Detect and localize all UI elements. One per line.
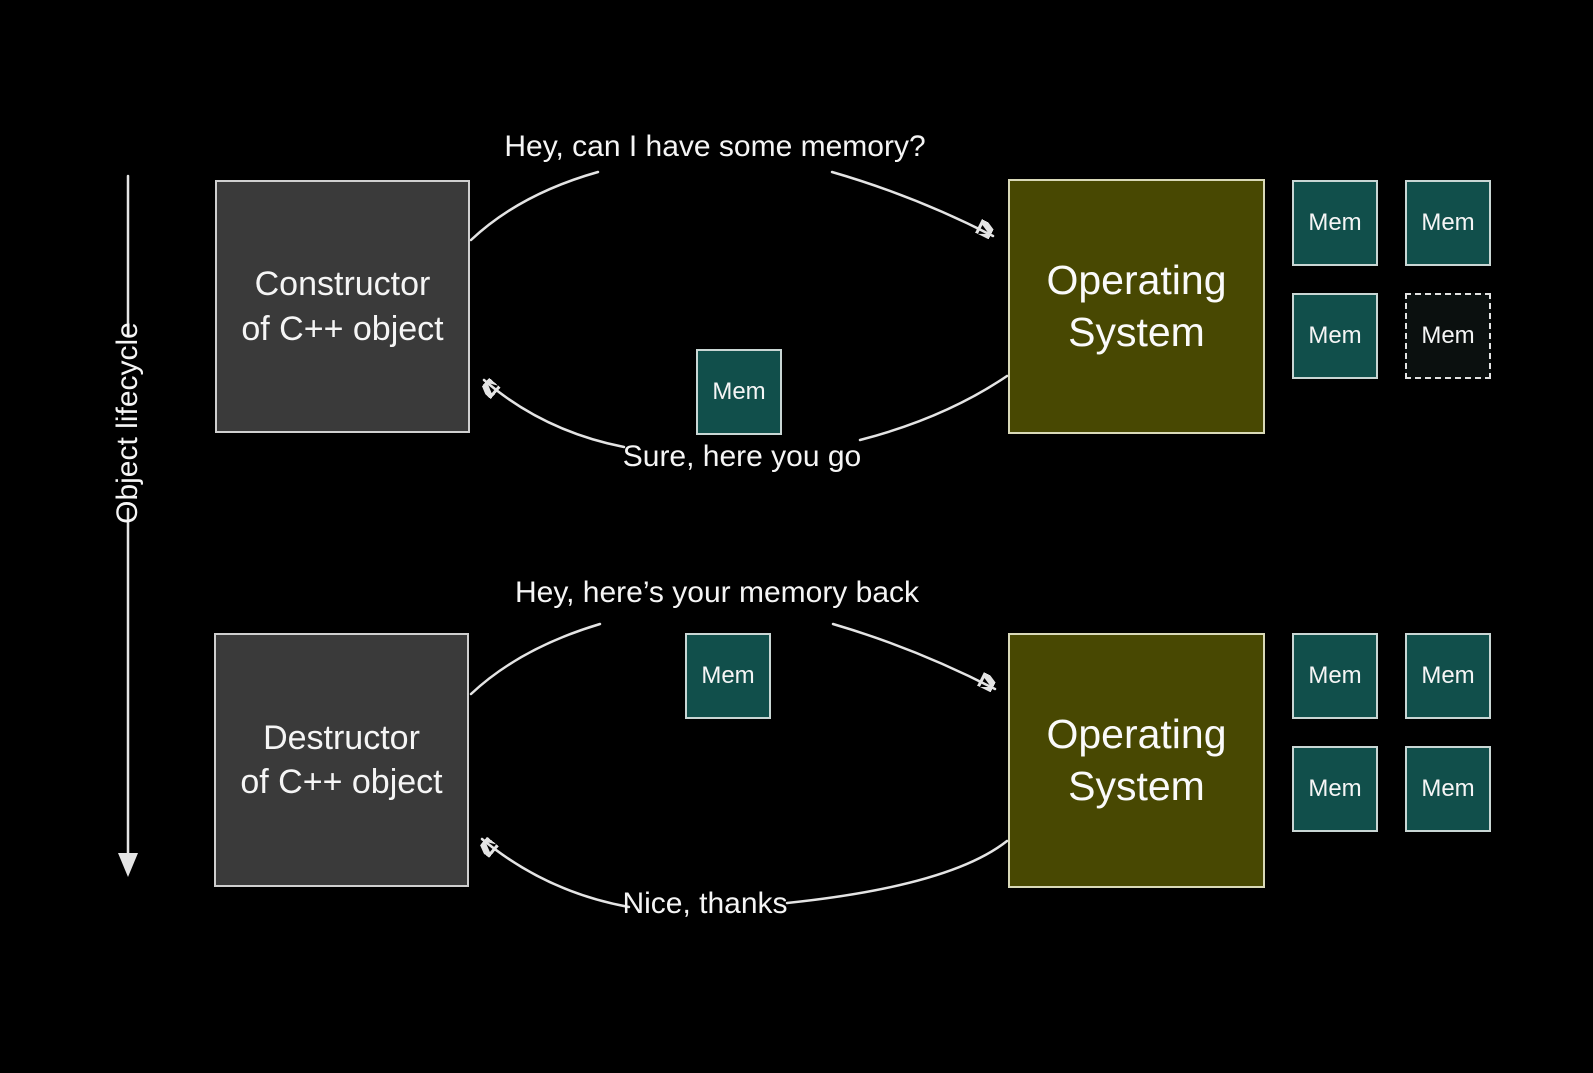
constructor-box: Constructor of C++ object [215,180,470,433]
mem-chip-pool: Mem [1292,746,1378,832]
mem-chip-pool: Mem [1292,180,1378,266]
top-request-arrow [469,170,993,242]
lifecycle-axis [118,174,138,877]
mem-chip-transfer-top: Mem [696,349,782,435]
destructor-box: Destructor of C++ object [214,633,469,887]
lifecycle-axis-label: Object lifecycle [111,322,144,524]
top-request-label: Hey, can I have some memory? [504,130,926,163]
mem-chip-transfer-bottom: Mem [685,633,771,719]
operating-system-box-top: Operating System [1008,179,1265,434]
bottom-request-label: Hey, here’s your memory back [514,576,920,609]
mem-chip-pool: Mem [1405,180,1491,266]
top-response-label: Sure, here you go [622,440,862,473]
mem-chip-pool-dashed: Mem [1405,293,1491,379]
mem-chip-pool: Mem [1405,633,1491,719]
mem-chip-pool: Mem [1405,746,1491,832]
mem-chip-pool: Mem [1292,293,1378,379]
operating-system-box-bottom: Operating System [1008,633,1265,888]
bottom-response-label: Nice, thanks [622,887,788,920]
mem-chip-pool: Mem [1292,633,1378,719]
